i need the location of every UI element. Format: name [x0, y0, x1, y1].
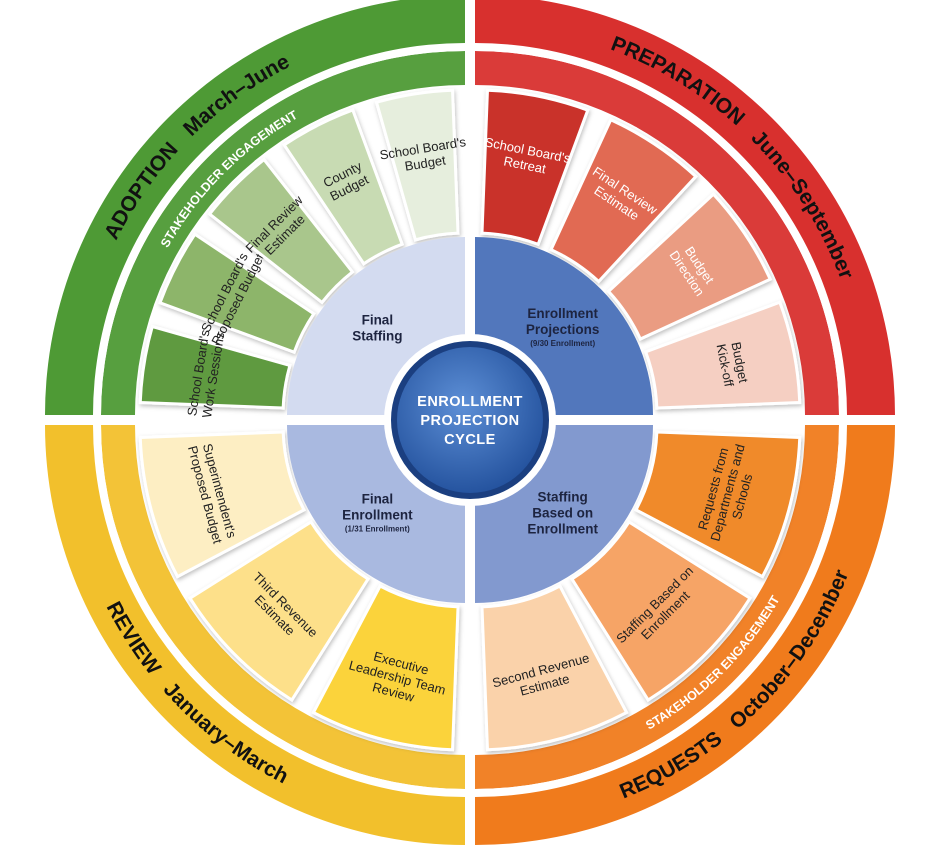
segment-requests-3	[480, 583, 629, 752]
segment-adoption-2	[158, 232, 316, 355]
hub-circle	[391, 341, 549, 499]
inner-preparation	[475, 237, 653, 415]
inner-sublabel-review: (1/31 Enrollment)	[345, 524, 410, 533]
inner-requests	[475, 425, 653, 603]
ring-adoption	[45, 0, 465, 416]
ring-requests	[475, 425, 895, 845]
ring-review	[45, 425, 466, 845]
inner-adoption	[287, 237, 465, 415]
ring-preparation	[475, 0, 895, 415]
band-review	[101, 425, 466, 789]
segment-review-3	[138, 430, 307, 579]
segment-adoption-5	[374, 88, 460, 242]
segment-requests-2	[569, 519, 753, 703]
inner-sublabel-preparation: (9/30 Enrollment)	[530, 339, 595, 348]
segment-preparation-2	[549, 117, 698, 284]
band-preparation	[475, 51, 839, 415]
segment-preparation-3	[606, 192, 773, 341]
segment-preparation-4	[643, 300, 802, 410]
segment-requests-1	[633, 430, 802, 579]
segment-preparation-1	[480, 88, 590, 247]
segment-adoption-1	[138, 324, 292, 410]
segment-review-1	[311, 583, 460, 752]
segment-adoption-3	[207, 157, 355, 305]
band-requests	[475, 425, 839, 789]
inner-review	[287, 425, 465, 603]
segment-adoption-4	[282, 108, 405, 266]
segment-review-2	[187, 519, 371, 703]
band-adoption	[100, 51, 466, 416]
